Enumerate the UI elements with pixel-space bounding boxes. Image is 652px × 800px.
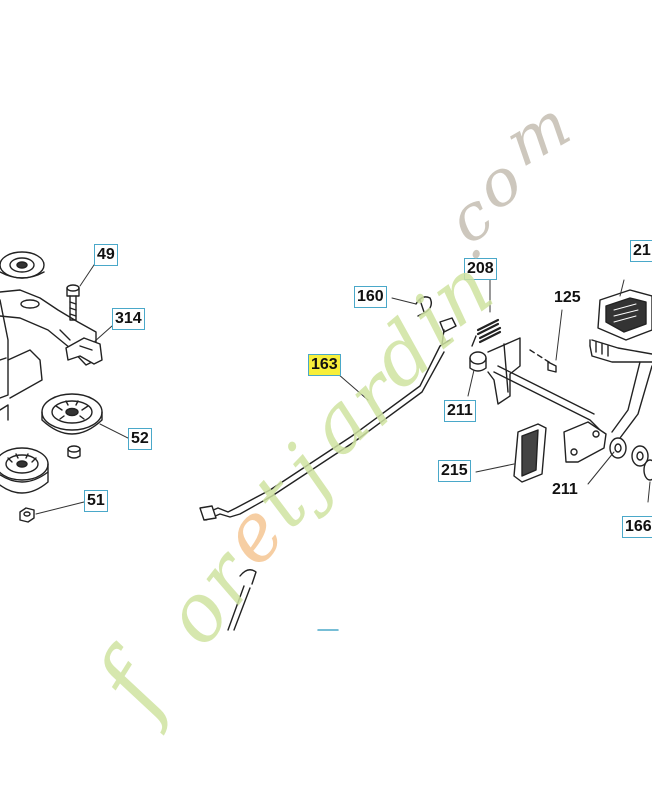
top-pulley: [0, 251, 45, 279]
lever-arm: [563, 421, 607, 463]
callout-166[interactable]: 166: [622, 516, 652, 538]
callout-21x[interactable]: 21: [630, 240, 652, 262]
callout-215[interactable]: 215: [438, 460, 471, 482]
callout-51[interactable]: 51: [84, 490, 108, 512]
pedal-bracket: [469, 337, 601, 431]
nut-51: [19, 507, 35, 523]
callout-208[interactable]: 208: [464, 258, 497, 280]
callout-314[interactable]: 314: [112, 308, 145, 330]
bracket-314: [65, 337, 103, 365]
spacer-51: [67, 445, 81, 459]
washer-211: [609, 437, 649, 467]
bolt-49: [66, 284, 80, 321]
brake-rod-163: [199, 339, 451, 521]
bolt-125: [529, 349, 557, 373]
clip-160: [415, 296, 457, 345]
pedal-rubber-215: [513, 423, 547, 483]
spring-208: [471, 318, 502, 347]
callout-160[interactable]: 160: [354, 286, 387, 308]
ring-166: [643, 459, 652, 481]
callout-52[interactable]: 52: [128, 428, 152, 450]
pedal-pad: [597, 289, 652, 341]
callout-211-right[interactable]: 211: [552, 481, 578, 498]
pedal-arm: [589, 339, 652, 439]
callout-163[interactable]: 163: [308, 354, 341, 376]
callout-211-left[interactable]: 211: [444, 400, 476, 422]
lower-rod: [227, 569, 257, 631]
pulley-52: [41, 393, 103, 435]
lower-pulley: [0, 447, 49, 494]
callout-49[interactable]: 49: [94, 244, 118, 266]
callout-125[interactable]: 125: [554, 289, 581, 306]
